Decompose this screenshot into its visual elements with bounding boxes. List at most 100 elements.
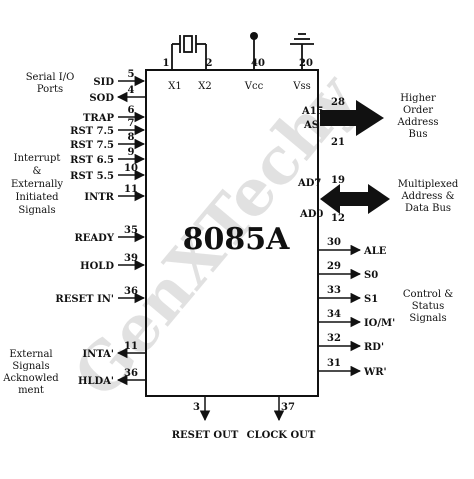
- top-pin-label: Vcc: [244, 81, 264, 92]
- left-pin: READY 35: [74, 225, 146, 244]
- left-pin-number: 5: [128, 69, 135, 80]
- group-label-external: External: [9, 349, 52, 360]
- bus-high-num-bottom: 21: [331, 137, 345, 148]
- group-label-interrupt: Signals: [18, 205, 55, 216]
- group-label-interrupt: Initiated: [15, 192, 59, 203]
- right-pin-label: S0: [364, 270, 378, 281]
- top-pin-number: 20: [299, 58, 313, 69]
- left-pin: RST 7.5 8: [70, 132, 146, 151]
- group-label-control: Control &: [403, 289, 453, 300]
- left-pin-number: 39: [124, 253, 138, 264]
- left-pin-label: RST 6.5: [70, 155, 114, 166]
- vcc-pin-icon: [250, 32, 258, 70]
- group-label-control: Status: [412, 301, 444, 312]
- left-pin-number: 35: [124, 225, 138, 236]
- right-pin-number: 33: [327, 285, 341, 296]
- left-pin: SID 5: [93, 69, 146, 88]
- left-pin-number: 8: [128, 132, 135, 143]
- group-label-higher-bus: Higher: [400, 93, 436, 104]
- group-label-control: Signals: [409, 313, 446, 324]
- group-label-external: ment: [18, 385, 44, 396]
- top-pin-label: X1: [168, 81, 181, 92]
- group-label-interrupt: Externally: [11, 179, 63, 190]
- right-pin-number: 30: [327, 237, 341, 248]
- left-pin-label: HLDA': [78, 376, 114, 387]
- group-label-external: Signals: [12, 361, 49, 372]
- left-pin-number: 4: [128, 85, 135, 96]
- bus-mux-num-top: 19: [331, 175, 345, 186]
- right-pin-number: 29: [327, 261, 341, 272]
- right-pin-label: IO/M': [364, 318, 395, 329]
- group-label-multiplexed: Address &: [400, 191, 454, 202]
- top-pin-number: 40: [251, 58, 265, 69]
- right-pin-number: 32: [327, 333, 341, 344]
- left-pin: RST 7.57: [70, 118, 146, 137]
- clock-out-num: 37: [281, 402, 295, 413]
- chip-body: [145, 69, 319, 397]
- left-pin: INTR 11: [84, 184, 146, 203]
- left-pin-label: INTR: [84, 192, 114, 203]
- right-pin-label: ALE: [363, 246, 387, 257]
- clock-out-pin: 37 CLOCK OUT: [247, 396, 316, 441]
- reset-out-pin: 3 RESET OUT: [172, 396, 239, 441]
- group-label-interrupt: Interrupt: [14, 153, 61, 164]
- top-pin-number: 2: [206, 58, 213, 69]
- bus-mux-top-label: AD7: [297, 178, 321, 189]
- reset-out-num: 3: [193, 402, 200, 413]
- group-label-multiplexed: Data Bus: [405, 203, 451, 214]
- group-label-higher-bus: Order: [403, 105, 433, 116]
- multiplexed-bus-arrow-icon: [320, 184, 390, 214]
- top-pin-label: X2: [198, 81, 211, 92]
- group-label-higher-bus: Bus: [409, 129, 428, 140]
- left-pin: HLDA'36: [78, 368, 146, 387]
- chip-title: 8085A: [183, 222, 290, 257]
- group-label-serial: Serial I/O: [26, 72, 75, 83]
- left-pin: RESET IN'36: [55, 286, 146, 305]
- group-label-serial: Ports: [37, 84, 63, 95]
- ground-icon: [290, 33, 314, 70]
- group-labels: Serial I/OPortsInterrupt&ExternallyIniti…: [2, 72, 459, 396]
- top-pin-number: 1: [163, 58, 170, 69]
- left-pin-number: 6: [128, 105, 135, 116]
- group-label-external: Acknowled: [2, 373, 59, 384]
- left-pin-number: 10: [124, 163, 138, 174]
- right-pin-label: RD': [364, 342, 384, 353]
- bus-mux-bottom-label: AD0: [299, 209, 323, 220]
- left-pin-label: SID: [93, 77, 114, 88]
- left-pin-label: HOLD: [80, 261, 114, 272]
- left-pin: INTA'11: [82, 341, 146, 360]
- bus-mux-num-bottom: 12: [331, 213, 345, 224]
- left-pin: RST 6.59: [70, 147, 146, 166]
- crystal-icon: [171, 35, 207, 70]
- higher-bus-arrow-icon: [320, 100, 384, 136]
- right-pin-label: WR': [363, 367, 387, 378]
- bus-high-num-top: 28: [331, 97, 345, 108]
- left-pin-label: SOD: [89, 93, 114, 104]
- reset-out-label: RESET OUT: [172, 430, 239, 441]
- group-label-multiplexed: Multiplexed: [398, 179, 459, 190]
- left-pin-number: 36: [124, 286, 138, 297]
- left-pin-number: 11: [124, 184, 138, 195]
- left-pin-number: 7: [128, 118, 135, 129]
- left-pin-label: RST 7.5: [70, 140, 114, 151]
- bus-high-bottom-label: AS: [303, 120, 319, 131]
- higher-address-bus: A15 AS 28 21: [301, 97, 384, 148]
- bus-high-top-label: A15: [301, 106, 324, 117]
- left-pin-number: 11: [124, 341, 138, 352]
- left-pin-label: READY: [74, 233, 114, 244]
- left-pin: HOLD 39: [80, 253, 146, 272]
- clock-out-label: CLOCK OUT: [247, 430, 316, 441]
- right-pin-number: 34: [327, 309, 341, 320]
